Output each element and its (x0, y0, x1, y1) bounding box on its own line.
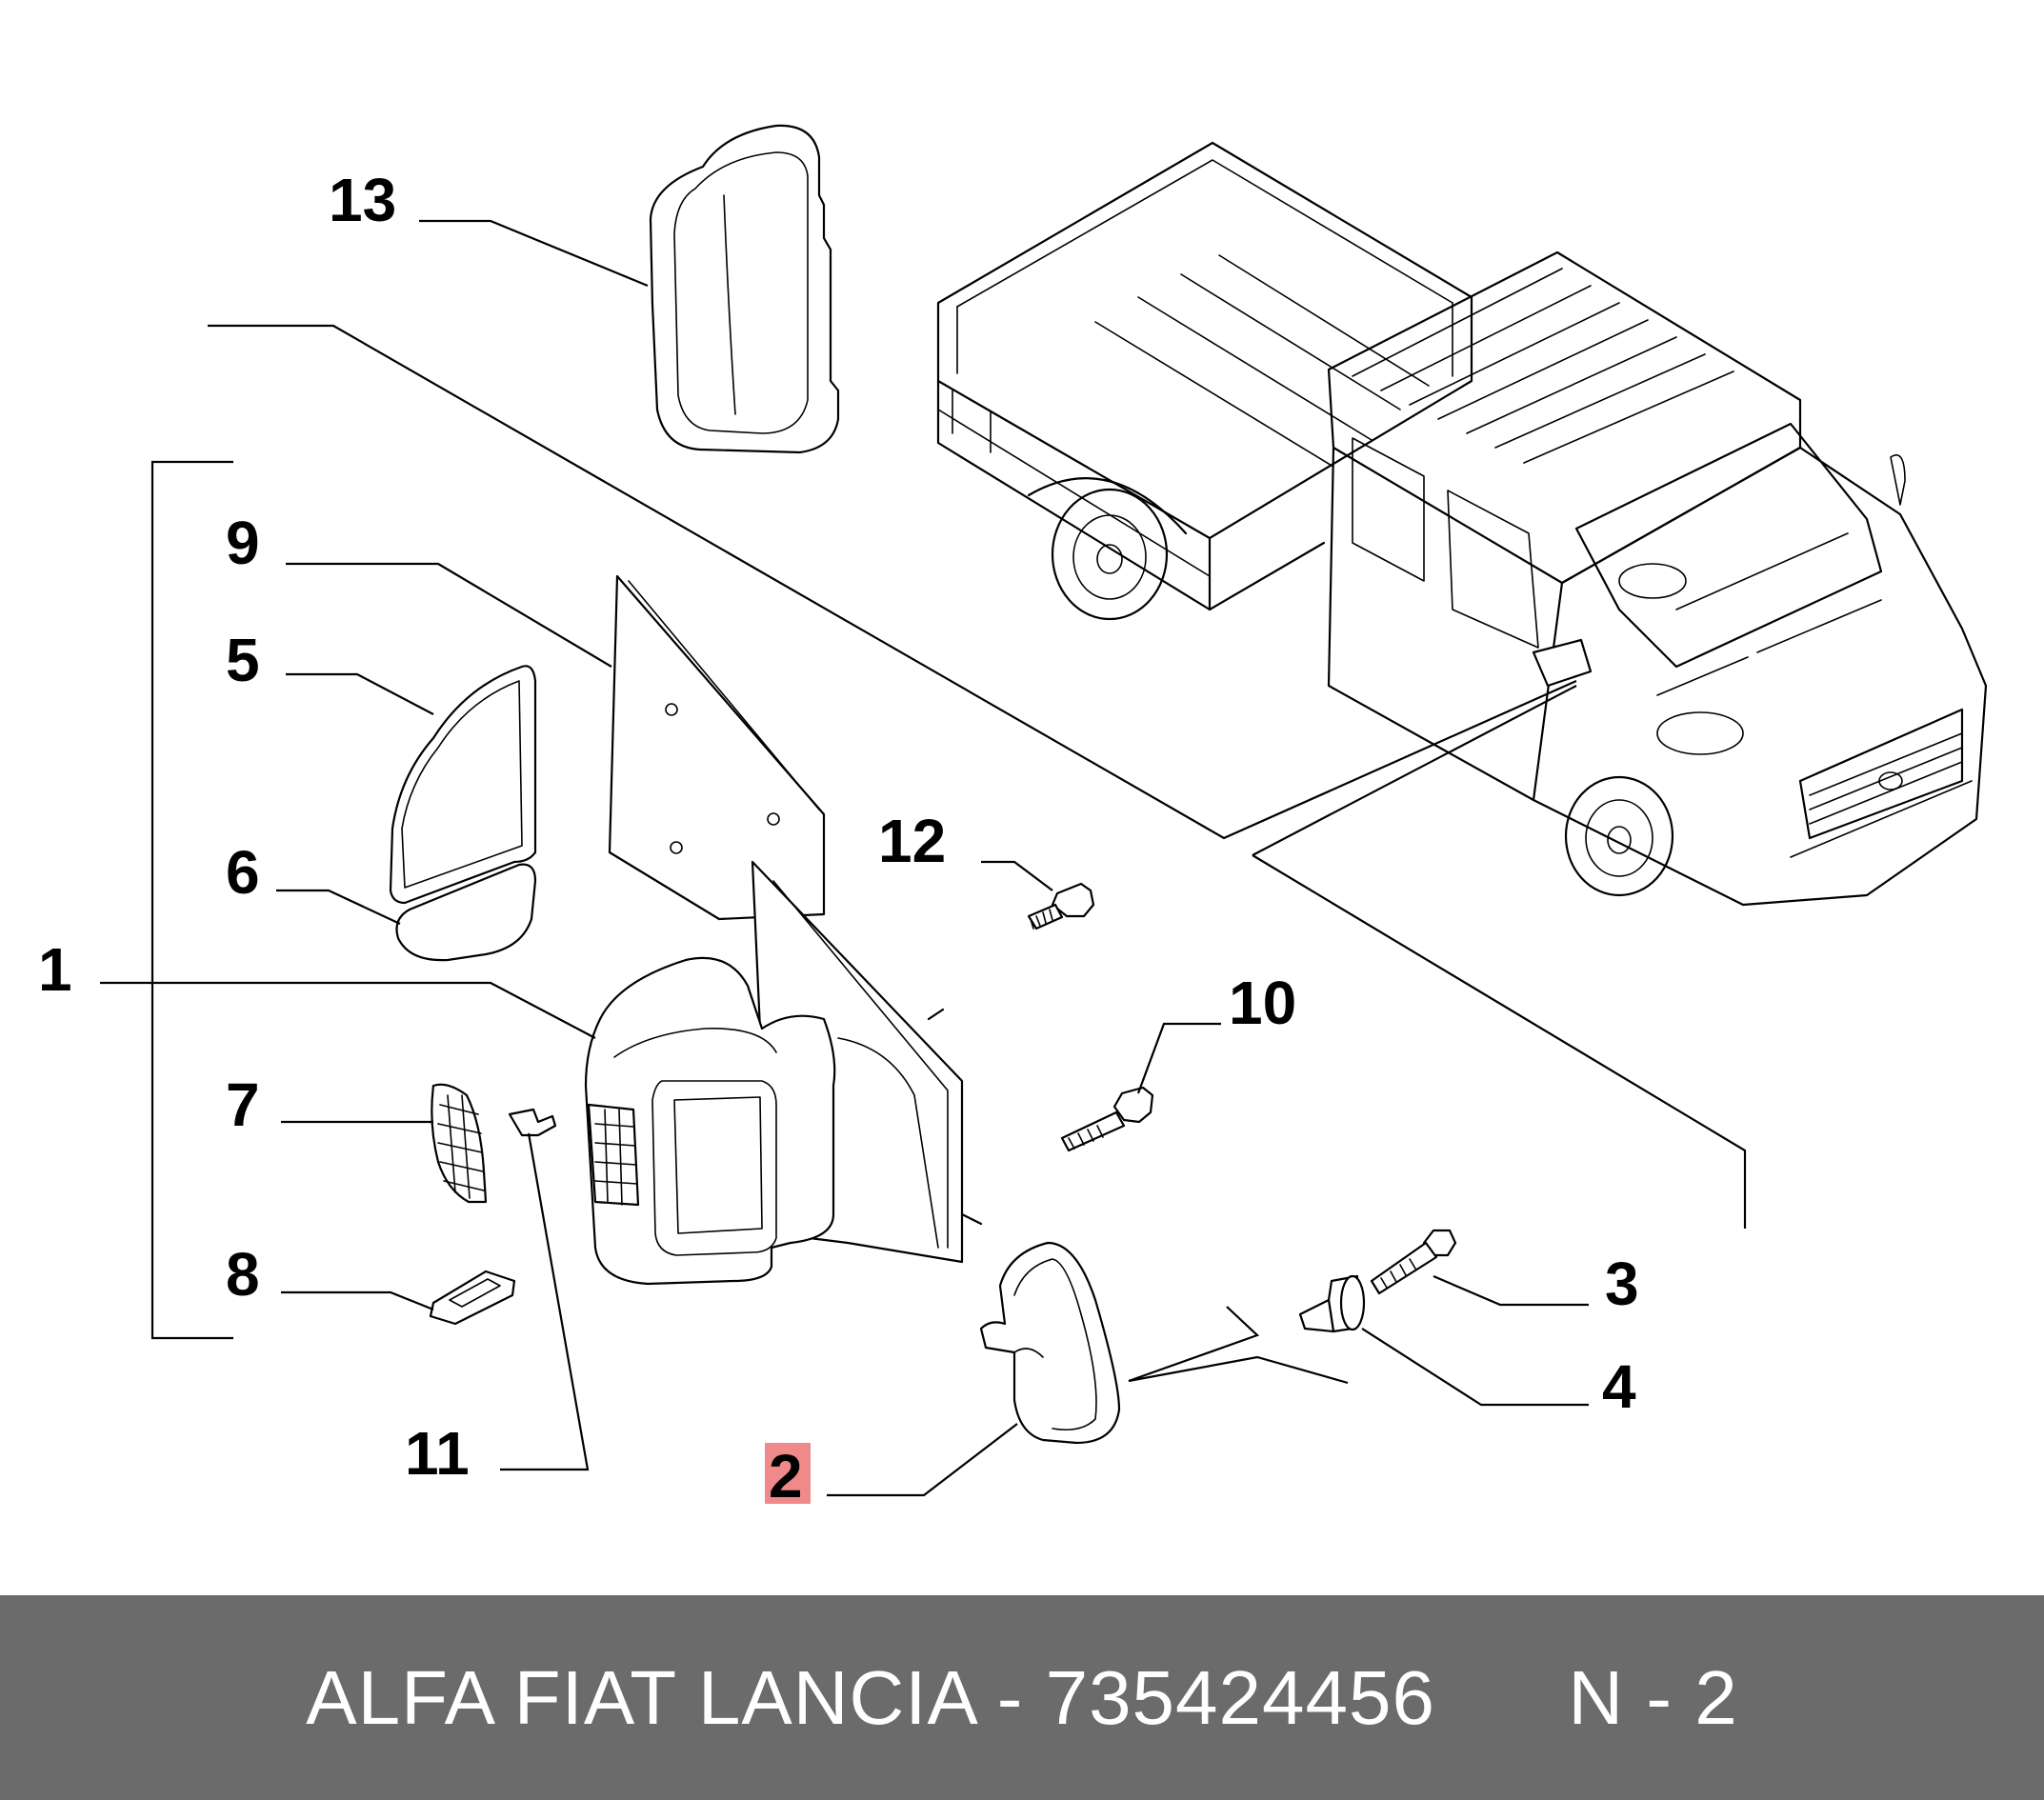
page-reference: N - 2 (1568, 1654, 1738, 1740)
part-9-mounting-plate (608, 574, 826, 921)
parts-diagram: 13 9 5 6 1 7 8 11 12 10 3 4 2 (38, 124, 1988, 1510)
part-3-screw (1370, 1229, 1457, 1295)
footer-bar: ALFA FIAT LANCIA - 735424456 N - 2 (0, 1595, 2044, 1800)
callout-6: 6 (226, 838, 260, 907)
part-2-cover-cap (979, 1241, 1121, 1445)
callout-7: 7 (226, 1070, 260, 1139)
part-1-mirror-assembly (584, 860, 983, 1286)
callout-9: 9 (226, 509, 260, 577)
callout-2: 2 (769, 1442, 803, 1510)
callout-10: 10 (1229, 969, 1296, 1037)
callout-11: 11 (405, 1419, 470, 1488)
part-4-clip (1298, 1274, 1366, 1333)
callout-5: 5 (226, 626, 260, 694)
part-13-mirror-cover (649, 124, 840, 454)
callout-2-highlight (765, 1443, 811, 1504)
part-8-pad (429, 1270, 516, 1326)
callout-13: 13 (329, 166, 396, 234)
footer-text: ALFA FIAT LANCIA - 735424456 N - 2 (0, 1595, 2044, 1800)
truck-illustration (936, 141, 1988, 907)
part-5-mirror-glass-upper (389, 665, 537, 905)
part-6-mirror-glass-lower (395, 863, 537, 962)
part-11-bulb (508, 1108, 557, 1137)
callout-labels: 13 9 5 6 1 7 8 11 12 10 3 4 2 (38, 166, 1639, 1510)
brand-part-number: ALFA FIAT LANCIA - 735424456 (306, 1654, 1435, 1740)
callout-12: 12 (878, 807, 946, 875)
part-12-bolt (1027, 882, 1095, 930)
part-10-bolt (1060, 1086, 1154, 1152)
part-7-indicator-lens (431, 1083, 488, 1204)
callout-8: 8 (226, 1240, 260, 1309)
callout-1: 1 (38, 935, 72, 1004)
leader-lines (100, 219, 1747, 1497)
footer-spacer (1435, 1654, 1568, 1742)
callout-4: 4 (1602, 1352, 1636, 1421)
callout-3: 3 (1605, 1250, 1639, 1318)
